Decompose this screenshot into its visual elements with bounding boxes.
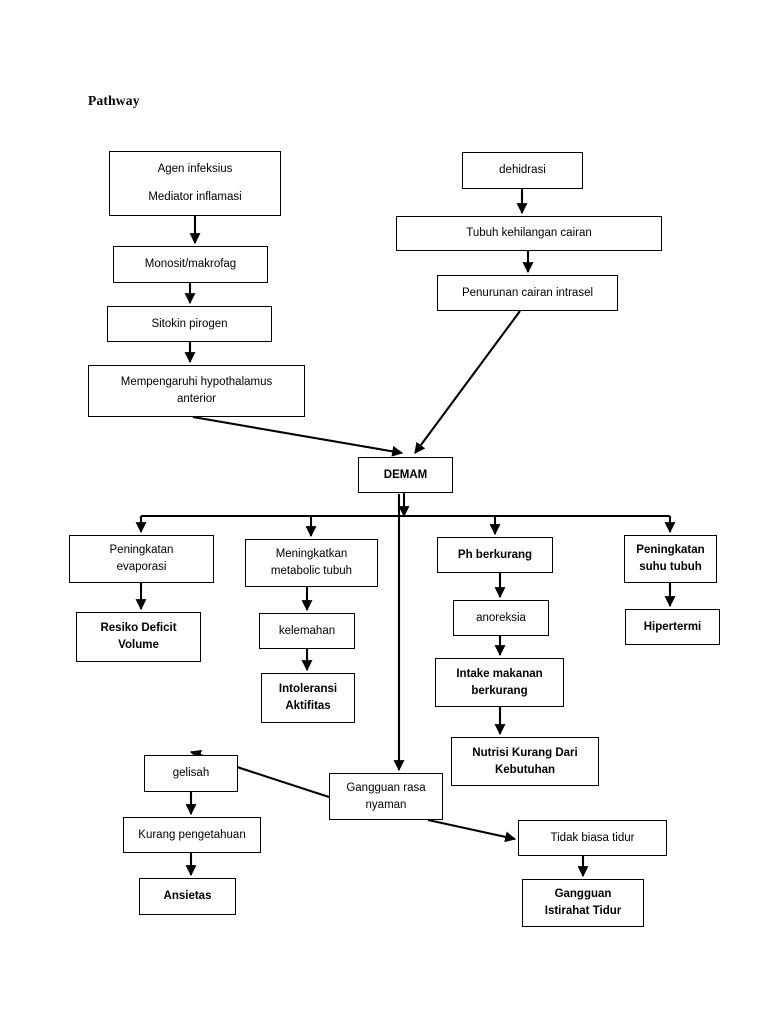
node-kurang-pengetahuan[interactable]: Kurang pengetahuan: [123, 817, 261, 853]
node-anoreksia[interactable]: anoreksia: [453, 600, 549, 636]
node-line: Gangguan: [554, 888, 612, 901]
node-ansietas[interactable]: Ansietas: [139, 878, 236, 915]
node-kelemahan[interactable]: kelemahan: [259, 613, 355, 649]
node-line: Ph berkurang: [457, 548, 533, 561]
node-line: Aktifitas: [285, 700, 331, 712]
node-line: Intoleransi: [278, 683, 338, 696]
node-peningkatan-suhu-tubuh[interactable]: Peningkatan suhu tubuh: [624, 535, 717, 583]
node-nutrisi-kurang-dari-kebutuhan[interactable]: Nutrisi Kurang Dari Kebutuhan: [451, 737, 599, 786]
node-line: Kurang pengetahuan: [138, 828, 246, 841]
node-intoleransi-aktifitas[interactable]: Intoleransi Aktifitas: [261, 673, 355, 723]
node-line: Sitokin pirogen: [151, 317, 228, 330]
node-gelisah[interactable]: gelisah: [144, 755, 238, 792]
node-ph-berkurang[interactable]: Ph berkurang: [437, 537, 553, 573]
node-line: Penurunan cairan intrasel: [461, 286, 594, 299]
node-line: nyaman: [365, 798, 407, 811]
node-line: Tubuh kehilangan cairan: [466, 227, 592, 240]
node-hipertermi[interactable]: Hipertermi: [625, 609, 720, 645]
node-line: dehidrasi: [499, 164, 546, 177]
node-line: Hipertermi: [643, 620, 702, 633]
node-line: Monosit/makrofag: [144, 258, 237, 271]
node-resiko-deficit-volume[interactable]: Resiko Deficit Volume: [76, 612, 201, 662]
node-demam[interactable]: DEMAM: [358, 457, 453, 493]
node-gangguan-istirahat-tidur[interactable]: Gangguan Istirahat Tidur: [522, 879, 644, 927]
node-dehidrasi[interactable]: dehidrasi: [462, 152, 583, 189]
node-tidak-biasa-tidur[interactable]: Tidak biasa tidur: [518, 820, 667, 856]
node-line: Tidak biasa tidur: [550, 831, 635, 844]
node-line: Ansietas: [163, 890, 212, 903]
node-line: kelemahan: [278, 624, 336, 637]
edge-nyaman-tidak-biasa: [427, 818, 517, 843]
page-title: Pathway: [88, 93, 140, 108]
node-line: Intake makanan: [456, 667, 543, 680]
node-line: Peningkatan: [636, 544, 705, 557]
edge-penurunan-demam: [414, 310, 521, 454]
node-line: Kebutuhan: [494, 763, 556, 776]
node-line: evaporasi: [116, 561, 167, 573]
node-gangguan-rasa-nyaman[interactable]: Gangguan rasa nyaman: [329, 773, 443, 820]
node-line: Nutrisi Kurang Dari: [472, 746, 578, 759]
node-line: Agen infeksius: [157, 163, 233, 176]
node-agen-infeksius[interactable]: Agen infeksius Mediator inflamasi: [109, 151, 281, 216]
node-line: suhu tubuh: [639, 561, 702, 573]
node-line: metabolic tubuh: [270, 565, 353, 577]
node-line: Peningkatan: [109, 544, 174, 557]
node-monosit-makrofag[interactable]: Monosit/makrofag: [113, 246, 268, 283]
node-line: Mempengaruhi hypothalamus: [120, 376, 273, 389]
node-intake-makanan-berkurang[interactable]: Intake makanan berkurang: [435, 658, 564, 707]
node-peningkatan-evaporasi[interactable]: Peningkatan evaporasi: [69, 535, 214, 583]
edge-hypothalamus-demam: [192, 415, 404, 457]
node-sitokin-pirogen[interactable]: Sitokin pirogen: [107, 306, 272, 342]
node-meningkatkan-metabolic-tubuh[interactable]: Meningkatkan metabolic tubuh: [245, 539, 378, 587]
node-tubuh-kehilangan-cairan[interactable]: Tubuh kehilangan cairan: [396, 216, 662, 251]
node-line: Gangguan rasa: [346, 781, 426, 794]
node-line: Istirahat Tidur: [544, 905, 622, 917]
node-penurunan-cairan-intrasel[interactable]: Penurunan cairan intrasel: [437, 275, 618, 311]
node-line: anterior: [177, 393, 216, 405]
node-line: berkurang: [471, 684, 528, 697]
node-line: Meningkatkan: [275, 548, 348, 561]
node-line: Resiko Deficit: [100, 622, 177, 635]
node-line: Volume: [118, 639, 159, 651]
node-line: DEMAM: [383, 468, 428, 481]
node-line: gelisah: [172, 767, 210, 780]
node-line: Mediator inflamasi: [148, 191, 242, 203]
node-line: anoreksia: [476, 611, 526, 624]
node-mempengaruhi-hypothalamus-anterior[interactable]: Mempengaruhi hypothalamus anterior: [88, 365, 305, 417]
